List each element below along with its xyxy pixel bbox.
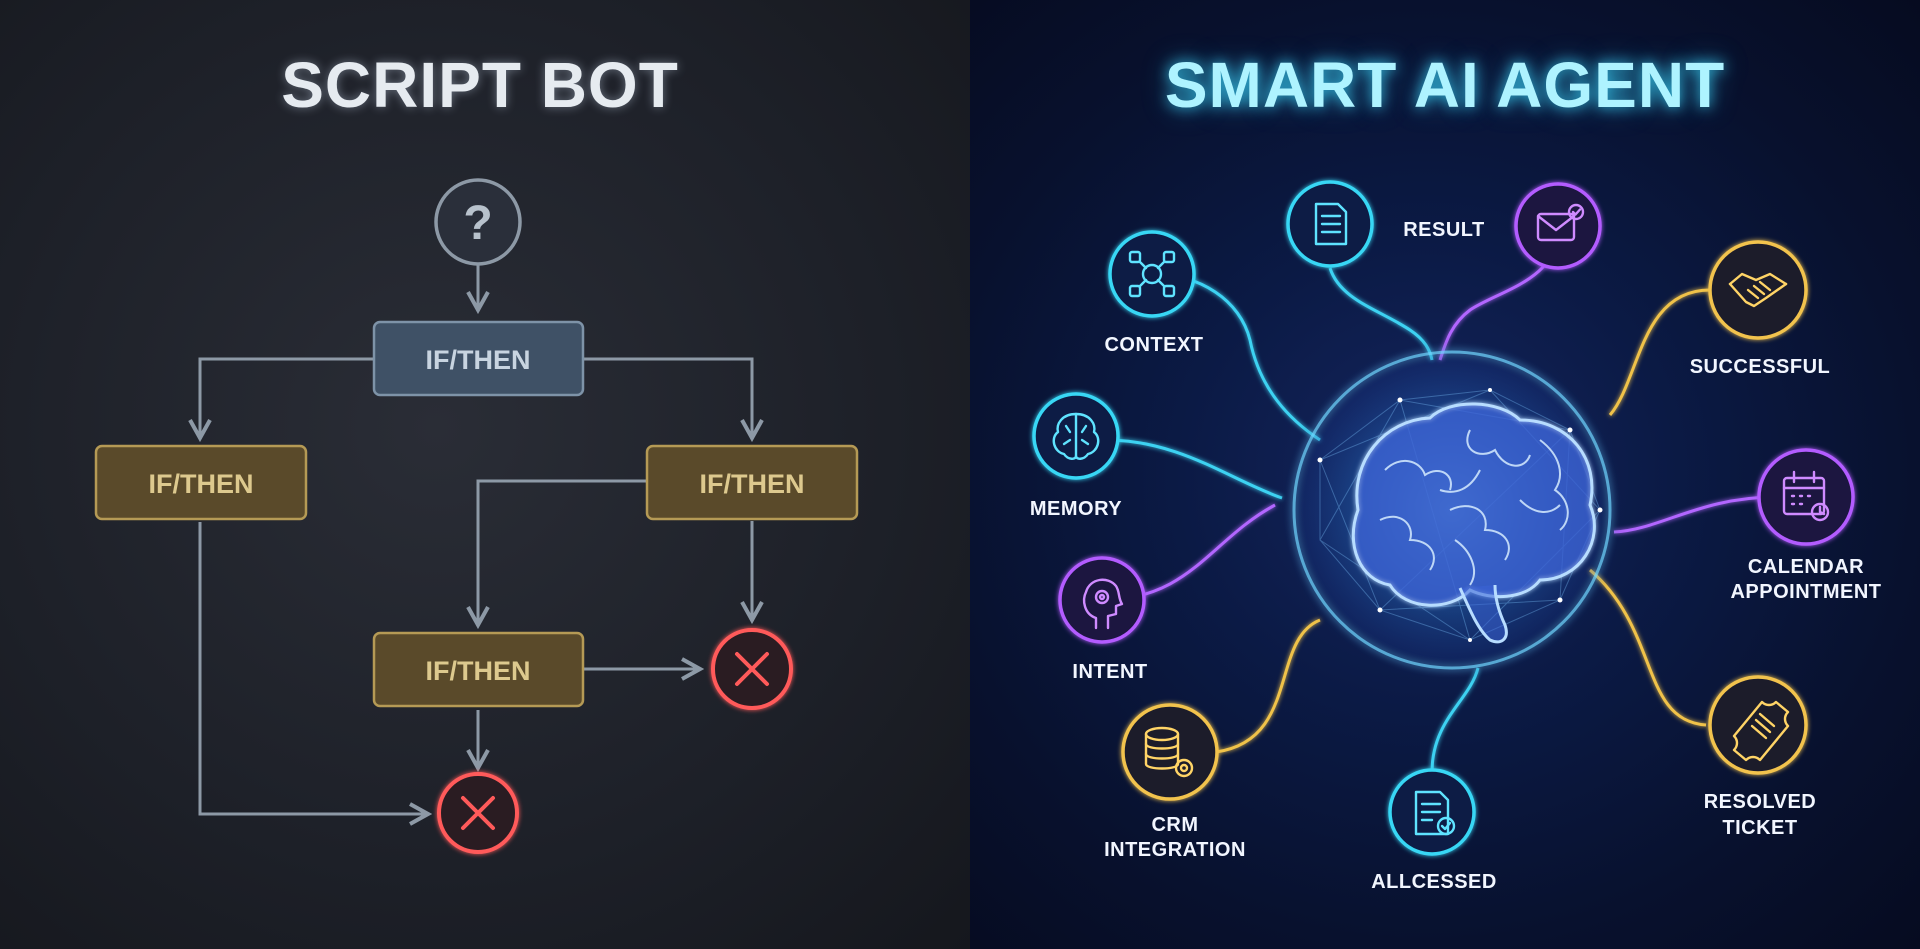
if-then-label: IF/THEN (700, 469, 805, 499)
email-check-icon (1536, 203, 1585, 242)
link-calendar (1613, 495, 1777, 534)
question-mark-icon: ? (463, 197, 492, 250)
if-then-box-bottom: IF/THEN (372, 631, 585, 708)
node-intent: INTENT (1058, 556, 1147, 683)
accessed-label: ALLCESSED (1371, 871, 1497, 893)
link-memory (1105, 438, 1283, 500)
intent-head-icon (1082, 578, 1124, 630)
crm-label-line1: CRM (1151, 814, 1198, 836)
connector-left-to-fail2 (198, 522, 428, 814)
link-crm (1215, 618, 1321, 754)
result-label: RESULT (1403, 219, 1485, 241)
context-label: CONTEXT (1104, 334, 1203, 356)
fail-node-right (711, 628, 793, 710)
brain-core (1277, 335, 1627, 685)
resolved-label-line1: RESOLVED (1704, 791, 1817, 813)
link-resolved (1589, 568, 1707, 727)
if-then-box-right: IF/THEN (645, 444, 859, 521)
calendar-label-line2: APPOINTMENT (1730, 581, 1881, 603)
fail-node-bottom (437, 772, 519, 854)
brain-memory-icon (1052, 412, 1100, 460)
node-memory: MEMORY (1030, 392, 1122, 520)
node-successful: SUCCESSFUL (1690, 240, 1831, 378)
x-icon (461, 796, 495, 830)
crm-label-line2: INTEGRATION (1104, 839, 1246, 861)
database-gear-icon (1144, 726, 1194, 778)
node-email (1514, 182, 1602, 270)
handshake-icon (1728, 272, 1788, 308)
if-then-label: IF/THEN (149, 469, 254, 499)
node-accessed: ALLCESSED (1371, 768, 1497, 893)
link-successful (1608, 288, 1711, 416)
intent-label: INTENT (1072, 661, 1147, 683)
document-icon (1314, 202, 1348, 246)
node-result: RESULT (1286, 180, 1485, 268)
resolved-label-line2: TICKET (1722, 817, 1797, 839)
document-check-icon (1414, 790, 1456, 836)
connector-top-to-left (200, 357, 374, 438)
ai-agent-title: SMART AI AGENT (1164, 49, 1726, 121)
if-then-box-left: IF/THEN (94, 444, 308, 521)
calendar-label-line1: CALENDAR (1748, 556, 1864, 578)
context-network-icon (1128, 250, 1176, 298)
node-crm: CRM INTEGRATION (1104, 703, 1246, 861)
calendar-icon (1782, 470, 1830, 522)
brain-stem (1458, 584, 1508, 644)
agent-network: CONTEXT RESULT (1030, 180, 1881, 893)
if-then-label: IF/THEN (426, 345, 531, 375)
connector-right-to-bottom (478, 479, 647, 625)
connector-top-to-right (583, 357, 752, 438)
brain-sparkles (1317, 388, 1603, 642)
if-then-label: IF/THEN (426, 656, 531, 686)
node-resolved: RESOLVED TICKET (1704, 675, 1817, 839)
node-calendar: CALENDAR APPOINTMENT (1730, 448, 1881, 603)
if-then-box-top: IF/THEN (372, 320, 585, 397)
flowchart: ? IF/THEN IF/THEN IF/THEN IF/THEN (94, 178, 859, 854)
ticket-icon (1732, 700, 1790, 762)
successful-label: SUCCESSFUL (1690, 356, 1831, 378)
x-icon (735, 652, 769, 686)
brain-icon (1351, 402, 1596, 607)
node-context: CONTEXT (1104, 230, 1203, 356)
brain-folds (1379, 429, 1569, 586)
question-node: ? (434, 178, 522, 266)
script-bot-title: SCRIPT BOT (281, 49, 679, 121)
memory-label: MEMORY (1030, 498, 1122, 520)
